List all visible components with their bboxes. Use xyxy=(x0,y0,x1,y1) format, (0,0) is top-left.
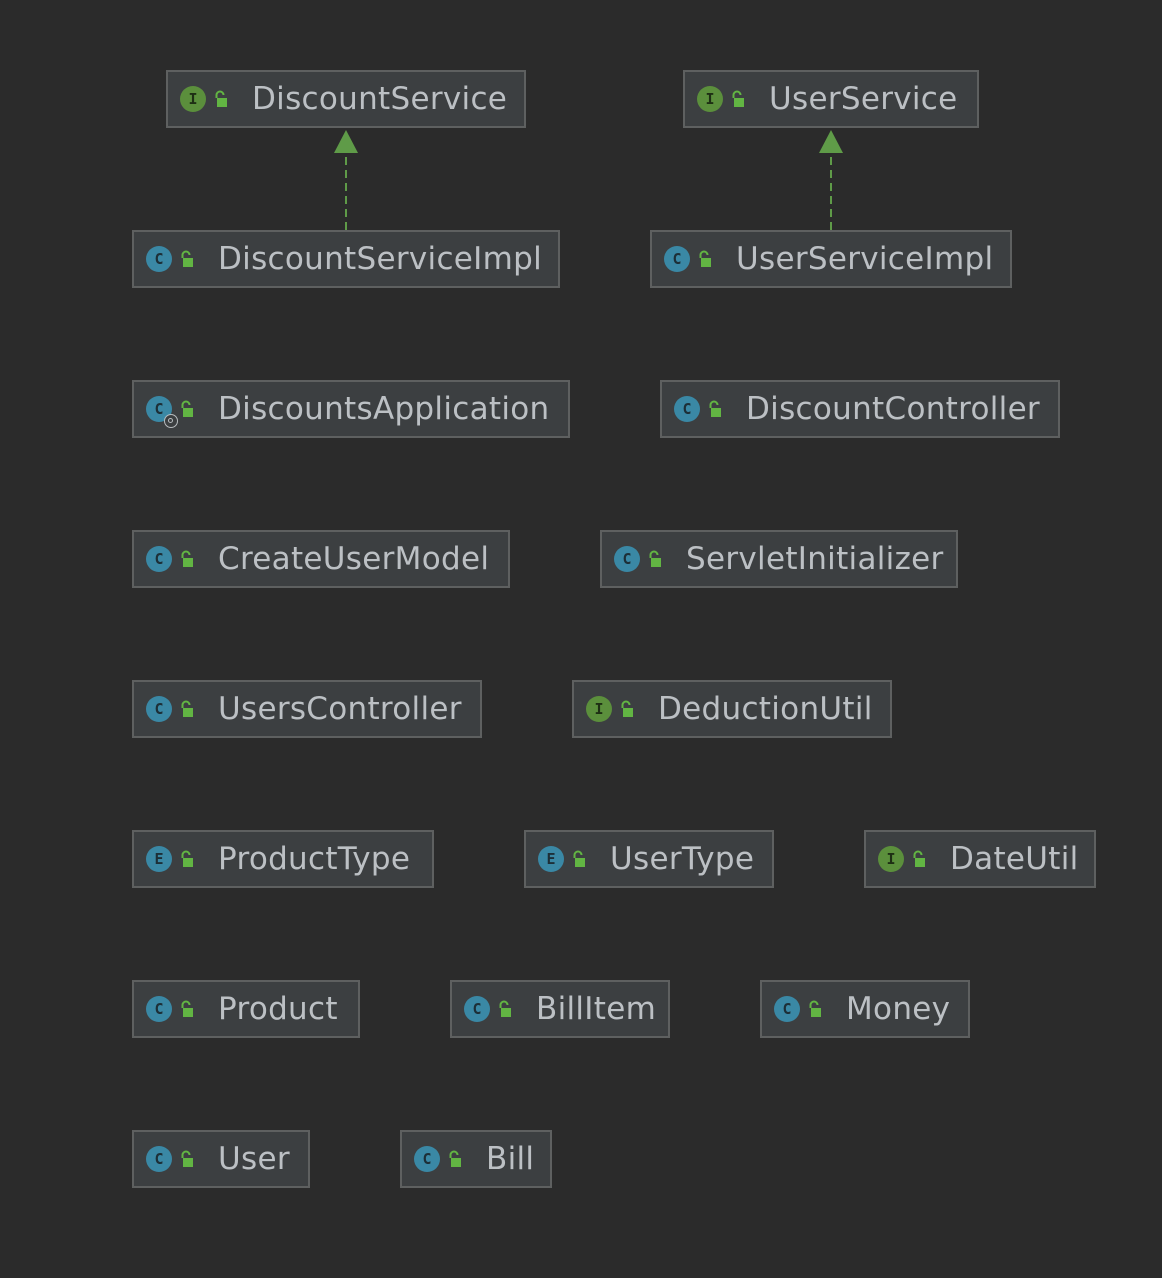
class-icon: C xyxy=(146,696,172,722)
public-lock-icon xyxy=(809,1000,821,1017)
node-label: DiscountServiceImpl xyxy=(218,240,542,277)
interface-icon: I xyxy=(878,846,904,872)
node-label: DiscountController xyxy=(746,390,1040,427)
arrowhead-icon xyxy=(819,130,843,153)
node-discountcontroller[interactable]: C DiscountController xyxy=(660,380,1060,438)
interface-icon: I xyxy=(586,696,612,722)
node-label: UserType xyxy=(610,840,755,877)
class-icon: C xyxy=(464,996,490,1022)
public-lock-icon xyxy=(181,850,193,867)
public-lock-icon xyxy=(181,550,193,567)
node-createusermodel[interactable]: C CreateUserModel xyxy=(132,530,510,588)
edge-userserviceimpl-implements-userservice xyxy=(819,130,843,230)
public-lock-icon xyxy=(181,700,193,717)
class-icon: C xyxy=(146,996,172,1022)
public-lock-icon xyxy=(709,400,721,417)
node-deductionutil[interactable]: I DeductionUtil xyxy=(572,680,892,738)
public-lock-icon xyxy=(181,1000,193,1017)
public-lock-icon xyxy=(449,1150,461,1167)
enum-icon: E xyxy=(146,846,172,872)
node-label: DiscountService xyxy=(252,80,508,117)
node-money[interactable]: C Money xyxy=(760,980,970,1038)
node-billitem[interactable]: C BillItem xyxy=(450,980,670,1038)
node-userserviceimpl[interactable]: C UserServiceImpl xyxy=(650,230,1012,288)
public-lock-icon xyxy=(181,400,193,417)
public-lock-icon xyxy=(913,850,925,867)
public-lock-icon xyxy=(732,90,744,107)
node-label: ProductType xyxy=(218,840,411,877)
node-discountsapplication[interactable]: C DiscountsApplication xyxy=(132,380,570,438)
node-label: BillItem xyxy=(536,990,657,1027)
node-producttype[interactable]: E ProductType xyxy=(132,830,434,888)
interface-icon: I xyxy=(180,86,206,112)
spring-badge-icon xyxy=(164,414,178,428)
node-label: DiscountsApplication xyxy=(218,390,550,427)
node-servletinitializer[interactable]: C ServletInitializer xyxy=(600,530,958,588)
class-icon: C xyxy=(146,546,172,572)
public-lock-icon xyxy=(215,90,227,107)
class-icon: C xyxy=(614,546,640,572)
public-lock-icon xyxy=(699,250,711,267)
arrowhead-icon xyxy=(334,130,358,153)
node-userservice[interactable]: I UserService xyxy=(683,70,979,128)
node-label: Bill xyxy=(486,1140,535,1177)
node-dateutil[interactable]: I DateUtil xyxy=(864,830,1096,888)
class-icon: C xyxy=(146,1146,172,1172)
enum-icon: E xyxy=(538,846,564,872)
class-icon: C xyxy=(146,246,172,272)
interface-icon: I xyxy=(697,86,723,112)
class-icon: C xyxy=(664,246,690,272)
public-lock-icon xyxy=(181,1150,193,1167)
node-label: User xyxy=(218,1140,290,1177)
node-label: ServletInitializer xyxy=(686,540,944,577)
node-label: CreateUserModel xyxy=(218,540,490,577)
class-icon: C xyxy=(146,396,178,428)
node-label: DeductionUtil xyxy=(658,690,873,727)
public-lock-icon xyxy=(499,1000,511,1017)
class-icon: C xyxy=(674,396,700,422)
node-label: DateUtil xyxy=(950,840,1079,877)
public-lock-icon xyxy=(573,850,585,867)
public-lock-icon xyxy=(181,250,193,267)
node-userscontroller[interactable]: C UsersController xyxy=(132,680,482,738)
node-label: UserService xyxy=(769,80,958,117)
node-label: UsersController xyxy=(218,690,462,727)
node-discountservice[interactable]: I DiscountService xyxy=(166,70,526,128)
node-usertype[interactable]: E UserType xyxy=(524,830,774,888)
edge-discountserviceimpl-implements-discountservice xyxy=(334,130,358,230)
class-icon: C xyxy=(414,1146,440,1172)
class-icon: C xyxy=(774,996,800,1022)
node-discountserviceimpl[interactable]: C DiscountServiceImpl xyxy=(132,230,560,288)
node-product[interactable]: C Product xyxy=(132,980,360,1038)
node-label: UserServiceImpl xyxy=(736,240,994,277)
node-label: Product xyxy=(218,990,338,1027)
public-lock-icon xyxy=(621,700,633,717)
public-lock-icon xyxy=(649,550,661,567)
node-label: Money xyxy=(846,990,951,1027)
node-user[interactable]: C User xyxy=(132,1130,310,1188)
node-bill[interactable]: C Bill xyxy=(400,1130,552,1188)
